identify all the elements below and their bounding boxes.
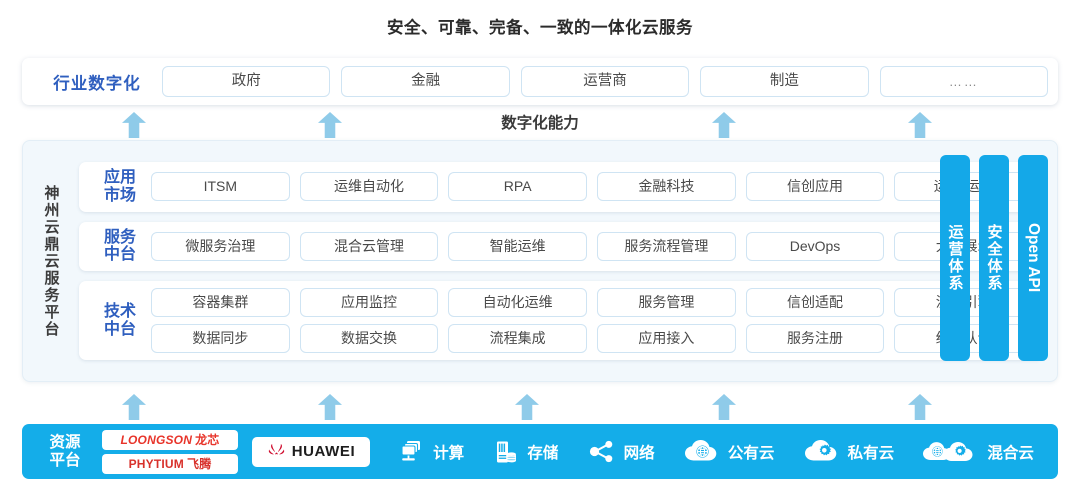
capability-cell-data-sync[interactable]: 数据同步 xyxy=(151,324,290,354)
storage-icon xyxy=(492,438,520,466)
pillar-operations-system[interactable]: 运营体系 xyxy=(940,155,970,361)
loongson-cn-text: 龙芯 xyxy=(195,433,220,447)
capability-cell-service-registry[interactable]: 服务注册 xyxy=(745,324,885,354)
layer-label-line2: 中台 xyxy=(103,320,136,338)
layer-label-technology-middle-platform: 技术 中台 xyxy=(89,288,151,353)
resource-item-public-cloud[interactable]: 公有云 xyxy=(683,439,775,465)
capability-cell-app-monitoring[interactable]: 应用监控 xyxy=(299,288,439,318)
cloud-service-platform-panel: 神州云鼎云服务平台 应用 市场 ITSM 运维自动化 RPA 金融科技 信创应用… xyxy=(22,140,1058,382)
up-arrow-icon xyxy=(712,394,736,420)
cell-line: 微服务治理 混合云管理 智能运维 服务流程管理 DevOps 大屏展示 xyxy=(151,231,1034,261)
resource-item-network-label: 网络 xyxy=(623,444,655,462)
resource-item-public-cloud-label: 公有云 xyxy=(727,444,775,462)
resource-platform-label: 资源 平台 xyxy=(32,434,98,470)
resource-platform-label-line2: 平台 xyxy=(49,451,81,469)
resource-item-storage-label: 存储 xyxy=(527,444,559,462)
industry-item-list: 政府 金融 运营商 制造 …… xyxy=(162,66,1049,97)
cell-line: 数据同步 数据交换 流程集成 应用接入 服务注册 统一认证 xyxy=(151,324,1034,354)
capability-title: 数字化能力 xyxy=(501,115,579,132)
vertical-pillar-group: 运营体系 安全体系 Open API xyxy=(940,155,1048,361)
layer-label-service-middle-platform: 服务 中台 xyxy=(89,229,151,265)
capability-cell-intelligent-ops[interactable]: 智能运维 xyxy=(448,231,588,261)
huawei-brand-text: HUAWEI xyxy=(291,443,356,460)
network-icon xyxy=(587,438,617,466)
layer-technology-middle-platform: 技术 中台 容器集群 应用监控 自动化运维 服务管理 信创适配 流程引擎 数据同… xyxy=(79,281,1043,361)
industry-item-manufacturing[interactable]: 制造 xyxy=(700,66,869,97)
page-title: 安全、可靠、完备、一致的一体化云服务 xyxy=(387,19,693,37)
layer-application-market: 应用 市场 ITSM 运维自动化 RPA 金融科技 信创应用 运维/运营 xyxy=(79,161,1043,212)
industry-item-government[interactable]: 政府 xyxy=(162,66,331,97)
industry-item-telecom[interactable]: 运营商 xyxy=(520,66,690,97)
capability-cell-data-exchange[interactable]: 数据交换 xyxy=(299,324,439,354)
loongson-brand-text: LOONGSON xyxy=(120,432,193,447)
resource-item-list: 计算 xyxy=(384,438,1048,466)
capability-cell-hybrid-cloud-mgmt[interactable]: 混合云管理 xyxy=(299,231,439,261)
private-cloud-icon xyxy=(803,439,841,465)
resource-item-hybrid-cloud-label: 混合云 xyxy=(987,444,1034,462)
industry-item-more[interactable]: …… xyxy=(879,66,1049,97)
platform-layers: 应用 市场 ITSM 运维自动化 RPA 金融科技 信创应用 运维/运营 xyxy=(79,141,1057,381)
resource-item-private-cloud[interactable]: 私有云 xyxy=(803,439,895,465)
capability-cell-rpa[interactable]: RPA xyxy=(448,172,588,202)
layer-label-line1: 应用 xyxy=(103,168,136,186)
capability-cell-xinchuang-app[interactable]: 信创应用 xyxy=(745,172,885,202)
layer-label-application-market: 应用 市场 xyxy=(89,169,151,205)
capability-cell-xinchuang-adaptation[interactable]: 信创适配 xyxy=(745,288,885,318)
pillar-open-api[interactable]: Open API xyxy=(1018,155,1048,361)
platform-vertical-label-text: 神州云鼎云服务平台 xyxy=(42,184,60,338)
layer-cells-service-middle-platform: 微服务治理 混合云管理 智能运维 服务流程管理 DevOps 大屏展示 xyxy=(151,229,1034,265)
phytium-cn-text: 飞腾 xyxy=(187,457,212,471)
layer-label-line2: 中台 xyxy=(103,246,136,264)
resource-item-network[interactable]: 网络 xyxy=(587,438,655,466)
capability-cell-service-process-mgmt[interactable]: 服务流程管理 xyxy=(597,231,736,261)
capability-cell-automated-ops[interactable]: 自动化运维 xyxy=(448,288,588,318)
capability-cell-microservice-governance[interactable]: 微服务治理 xyxy=(151,231,290,261)
pillar-operations-system-label: 运营体系 xyxy=(946,224,964,292)
capability-cell-app-access[interactable]: 应用接入 xyxy=(597,324,736,354)
resource-item-compute-label: 计算 xyxy=(433,444,465,462)
resource-item-storage[interactable]: 存储 xyxy=(492,438,558,466)
up-arrow-icon xyxy=(515,394,539,420)
layer-service-middle-platform: 服务 中台 微服务治理 混合云管理 智能运维 服务流程管理 DevOps 大屏展… xyxy=(79,221,1043,272)
phytium-brand-text: PHYTIUM xyxy=(128,456,184,471)
up-arrow-icon xyxy=(908,394,932,420)
cell-line: ITSM 运维自动化 RPA 金融科技 信创应用 运维/运营 xyxy=(151,172,1034,202)
layer-label-line1: 技术 xyxy=(103,302,136,320)
pillar-security-system-label: 安全体系 xyxy=(985,224,1003,292)
compute-icon xyxy=(398,438,426,466)
hybrid-cloud-icon xyxy=(922,439,980,465)
cell-line: 容器集群 应用监控 自动化运维 服务管理 信创适配 流程引擎 xyxy=(151,288,1034,318)
up-arrow-icon xyxy=(318,394,342,420)
industry-item-finance[interactable]: 金融 xyxy=(341,66,510,97)
capability-cell-devops[interactable]: DevOps xyxy=(745,231,885,261)
layer-cells-technology-middle-platform: 容器集群 应用监控 自动化运维 服务管理 信创适配 流程引擎 数据同步 数据交换… xyxy=(151,288,1034,354)
capability-cell-service-mgmt[interactable]: 服务管理 xyxy=(597,288,736,318)
resource-item-compute[interactable]: 计算 xyxy=(398,438,464,466)
industry-row-label: 行业数字化 xyxy=(53,74,141,93)
platform-vertical-label: 神州云鼎云服务平台 xyxy=(23,141,79,381)
pillar-open-api-label: Open API xyxy=(1025,223,1042,293)
capability-cell-process-integration[interactable]: 流程集成 xyxy=(448,324,588,354)
capability-cell-itsm[interactable]: ITSM xyxy=(151,172,290,202)
industry-digitalization-row: 行业数字化 政府 金融 运营商 制造 …… xyxy=(22,58,1058,105)
pillar-security-system[interactable]: 安全体系 xyxy=(979,155,1009,361)
resource-item-hybrid-cloud[interactable]: 混合云 xyxy=(922,439,1034,465)
capability-cell-fintech[interactable]: 金融科技 xyxy=(597,172,736,202)
resource-item-private-cloud-label: 私有云 xyxy=(847,444,895,462)
capability-cell-ops-automation[interactable]: 运维自动化 xyxy=(299,172,439,202)
resource-platform-label-line1: 资源 xyxy=(49,433,81,451)
public-cloud-icon xyxy=(683,439,721,465)
layer-label-line2: 市场 xyxy=(103,186,136,204)
layer-cells-application-market: ITSM 运维自动化 RPA 金融科技 信创应用 运维/运营 xyxy=(151,169,1034,205)
capability-cell-container-cluster[interactable]: 容器集群 xyxy=(151,288,290,318)
huawei-logo[interactable]: HUAWEI xyxy=(252,436,370,467)
layer-label-line1: 服务 xyxy=(103,228,136,246)
up-arrow-icon xyxy=(122,394,146,420)
huawei-flower-icon xyxy=(267,443,286,461)
